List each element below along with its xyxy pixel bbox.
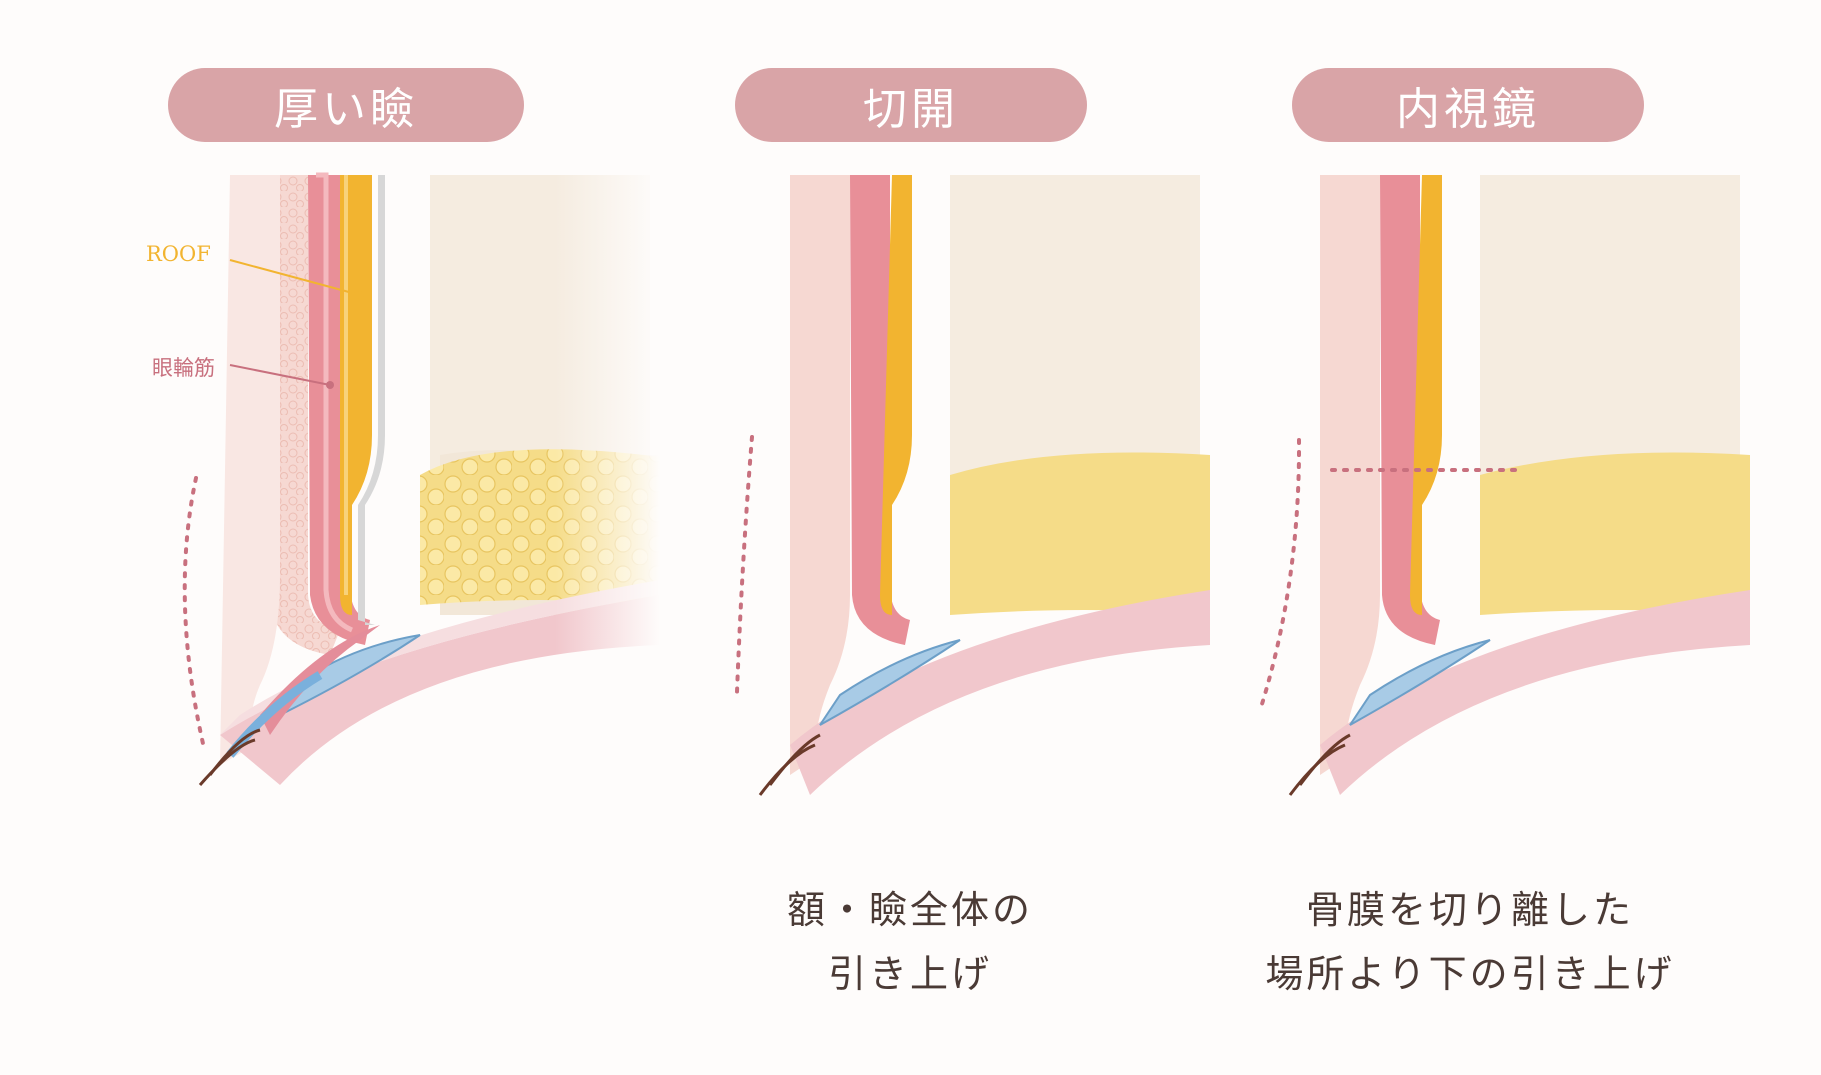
caption-incision: 額・瞼全体の 引き上げ [650, 878, 1170, 1006]
roof-leader-line [229, 259, 361, 296]
caption-endoscope: 骨膜を切り離した 場所より下の引き上げ [1210, 878, 1730, 1006]
eyelid-anatomy-endoscope [1288, 175, 1750, 796]
orbicularis-label: 眼輪筋 [152, 356, 215, 380]
lift-range-dotted-curve-2 [735, 435, 754, 694]
caption-line: 額・瞼全体の [786, 888, 1033, 932]
caption-line: 引き上げ [827, 952, 992, 996]
orbicularis-leader-line [229, 364, 331, 386]
orbicularis-marker-dot [326, 381, 334, 389]
panel-title-text: 切開 [863, 84, 959, 135]
panel-title-text: 内視鏡 [1396, 84, 1540, 135]
caption-line: 骨膜を切り離した [1305, 888, 1634, 932]
lift-range-dotted-curve-1 [182, 476, 206, 750]
panel-title-endoscope: 内視鏡 [1292, 68, 1644, 142]
eyelid-anatomy-thick [198, 172, 660, 855]
caption-line: 場所より下の引き上げ [1265, 952, 1675, 996]
eyelid-anatomy-incision [758, 175, 1210, 796]
roof-marker-dot [356, 291, 364, 299]
panel-title-incision: 切開 [735, 68, 1087, 142]
panel-title-text: 厚い瞼 [274, 84, 418, 135]
lift-range-dotted-curve-3 [1260, 438, 1302, 706]
panel-title-thick-eyelid: 厚い瞼 [168, 68, 524, 142]
roof-label: ROOF [146, 242, 211, 266]
eyelid-cross-section [198, 172, 660, 855]
